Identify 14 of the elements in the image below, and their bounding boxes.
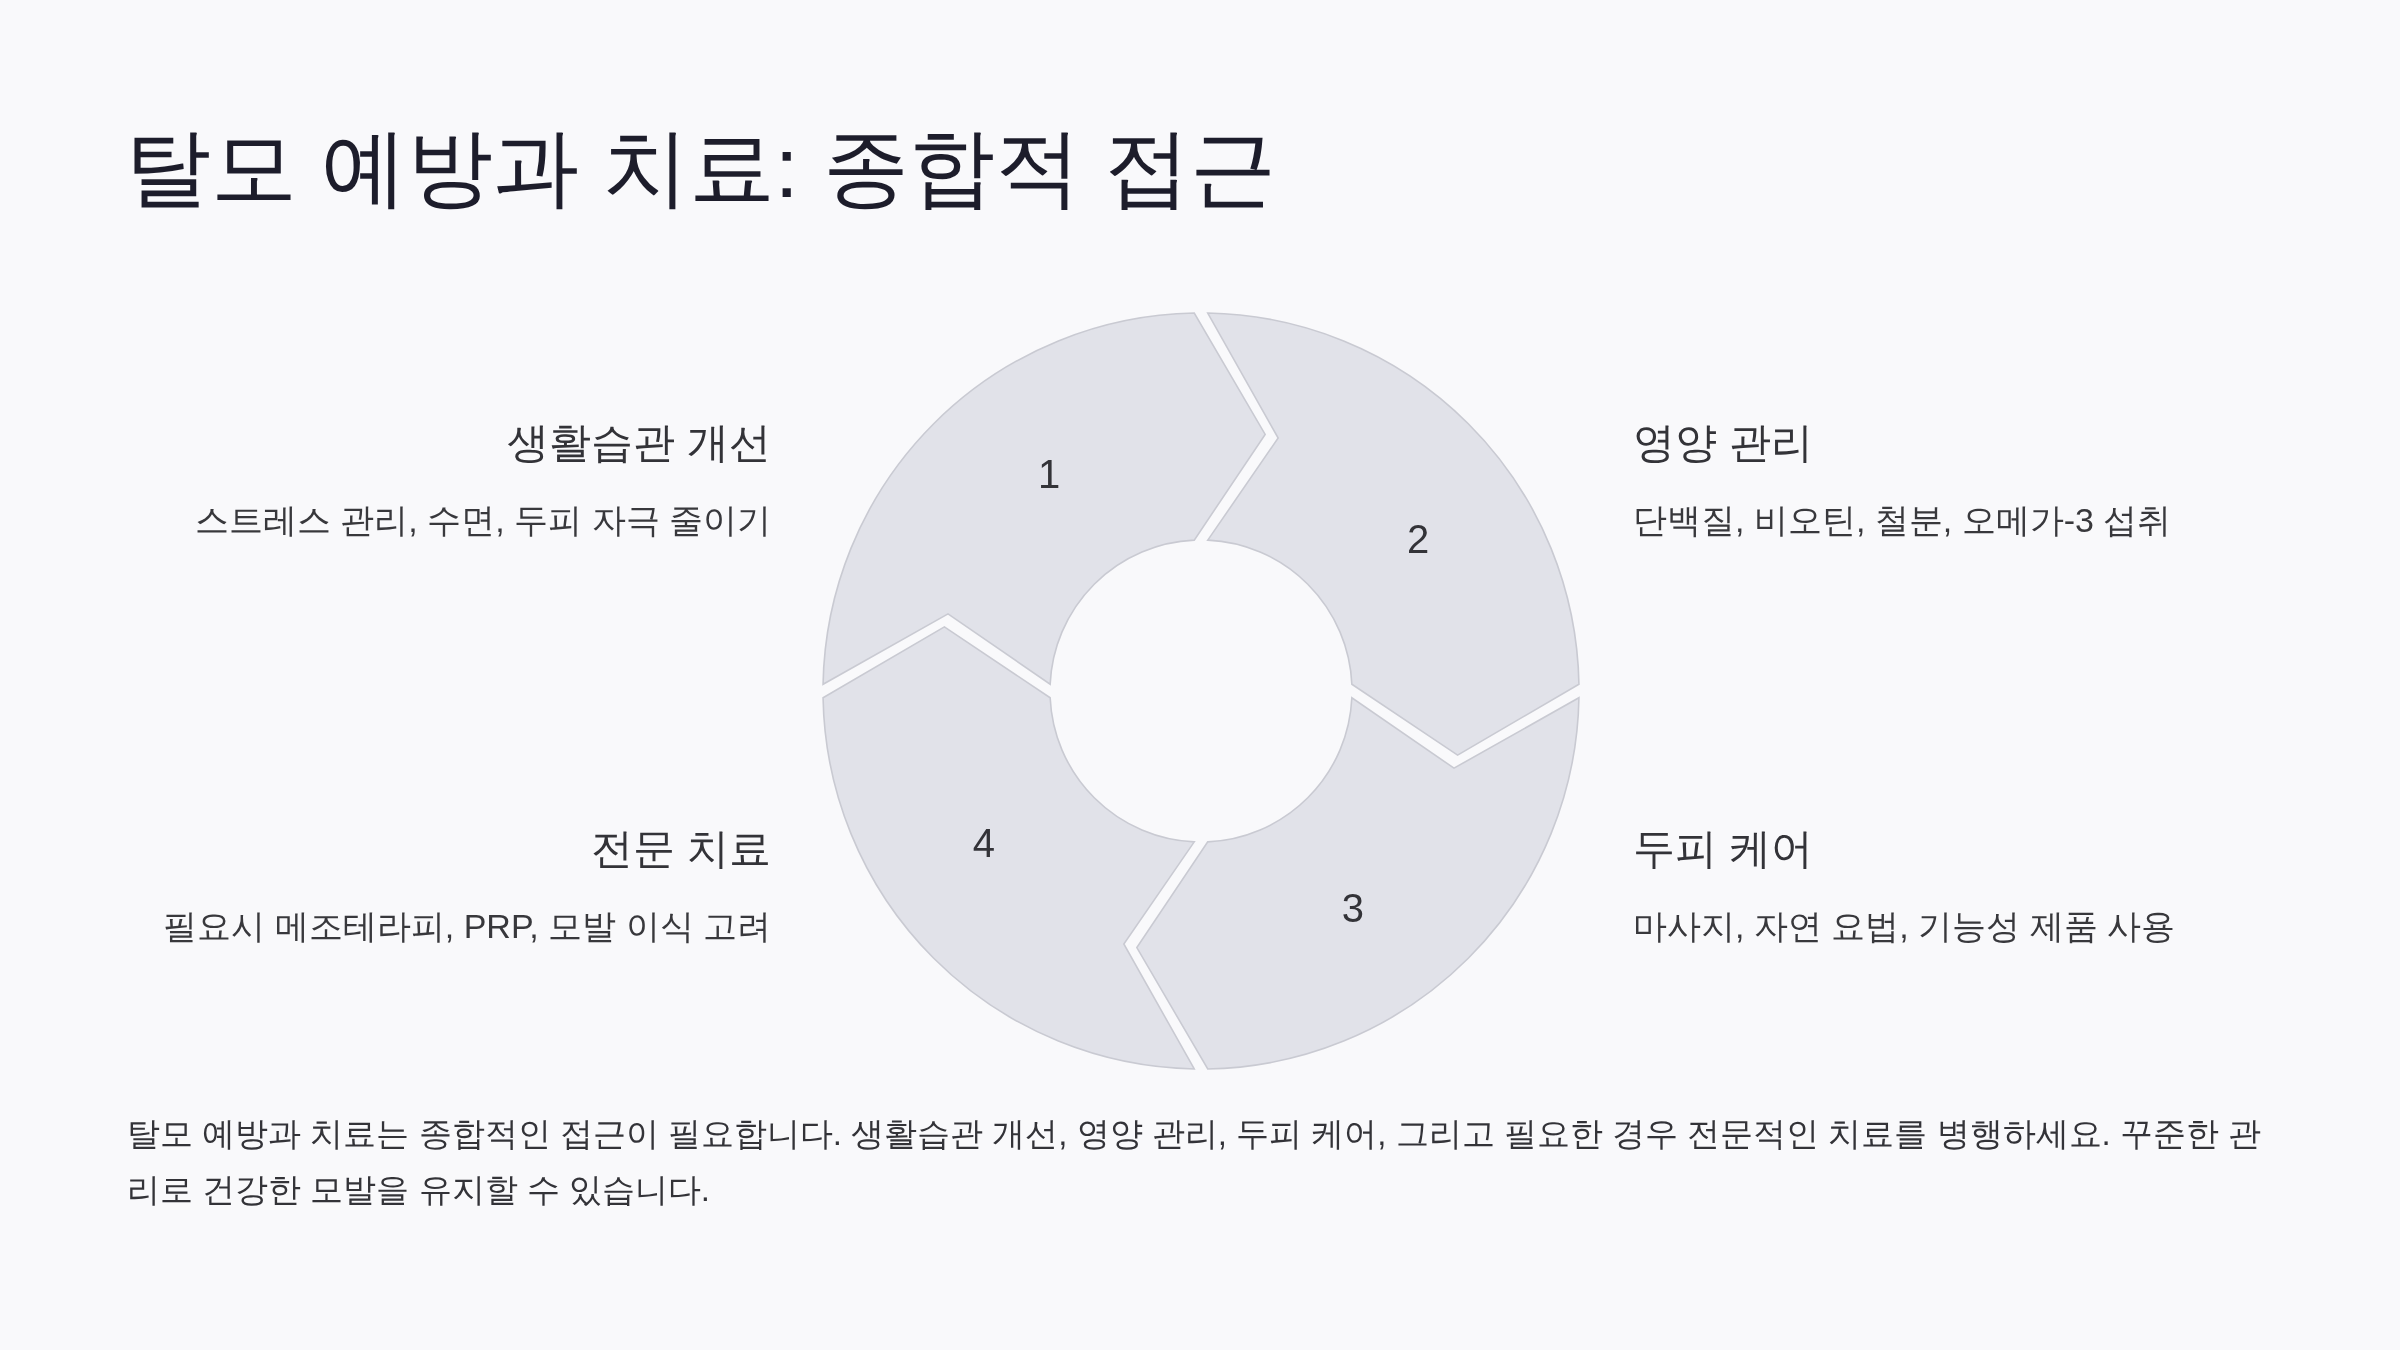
step-heading: 영양 관리 bbox=[1633, 418, 1813, 468]
step-number: 3 bbox=[1341, 888, 1365, 929]
step-number: 2 bbox=[1406, 519, 1430, 559]
step-number: 1 bbox=[1037, 453, 1061, 494]
slide-title: 탈모 예방과 치료: 종합적 접근 bbox=[125, 118, 1277, 217]
step-description: 마사지, 자연 요법, 기능성 제품 사용 bbox=[1633, 906, 2176, 947]
step-number: 4 bbox=[972, 823, 996, 863]
caption-paragraph: 탈모 예방과 치료는 종합적인 접근이 필요합니다. 생활습관 개선, 영양 관리, 두피 케어, 그리고 필요한 경우 전문적인 치료를 병행하세요. 꾸준한 관리로 건강한 모발을 유지할 수 있습니다. bbox=[127, 1114, 2263, 1210]
step-heading: 두피 케어 bbox=[1633, 824, 1813, 874]
step-description: 필요시 메조테라피, PRP, 모발 이식 고려 bbox=[163, 906, 771, 947]
step-description: 단백질, 비오틴, 철분, 오메가-3 섭취 bbox=[1633, 500, 2172, 541]
step-heading: 전문 치료 bbox=[591, 824, 771, 874]
step-description: 스트레스 관리, 수면, 두피 자극 줄이기 bbox=[194, 500, 771, 541]
step-heading: 생활습관 개선 bbox=[507, 418, 771, 468]
